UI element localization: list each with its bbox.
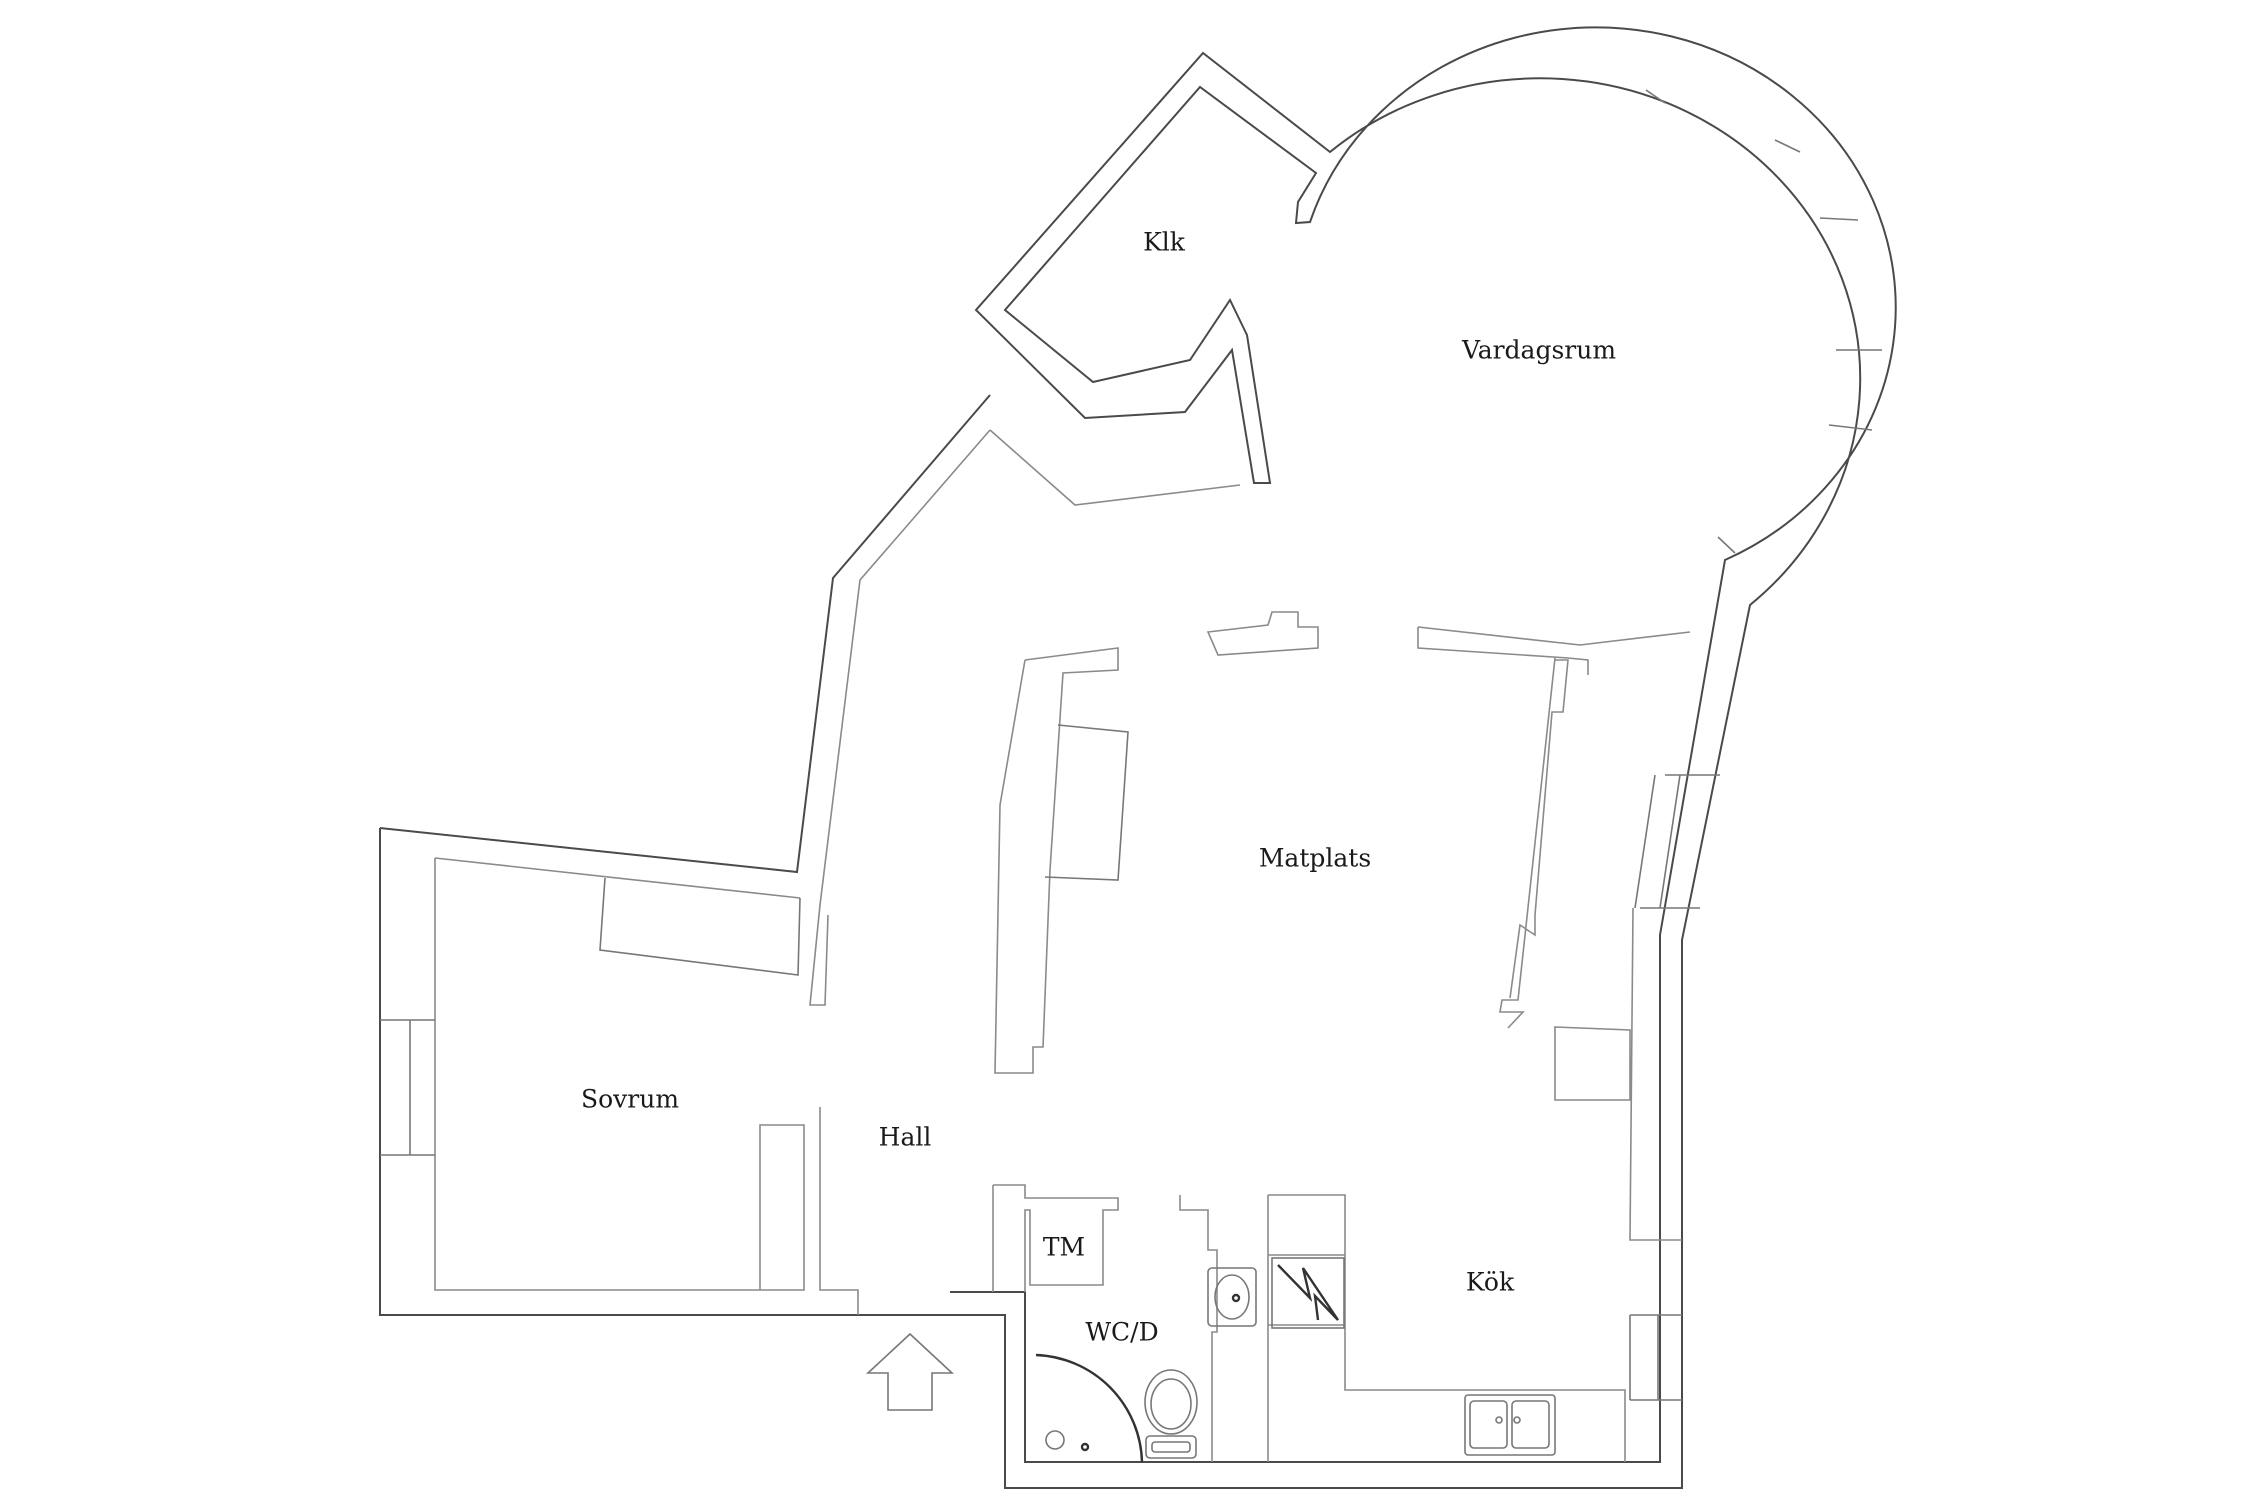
room-label-hall: Hall [879,1123,932,1152]
room-label-tm: TM [1043,1233,1085,1262]
kitchen-window-south [1629,1314,1682,1401]
sink-icon [1207,1267,1257,1327]
hall-wall [994,647,1119,1074]
shower-icon [1035,1353,1144,1463]
living-wall-north-inner [989,429,1241,506]
entrance-arrow-icon [865,1332,955,1411]
room-label-wcd: WC/D [1085,1318,1158,1347]
exterior-wall [379,26,1897,1489]
room-label-vardagsrum: Vardagsrum [1461,336,1616,365]
toilet-icon [1144,1369,1198,1459]
kitchen-east-wall [1499,657,1569,1029]
tm-wall [993,1184,1119,1292]
sovrum-wardrobe [599,877,801,976]
room-label-kok: Kök [1466,1268,1515,1297]
room-label-matplats: Matplats [1259,844,1371,873]
bay-windows [1645,89,1882,554]
stove-icon [1271,1257,1345,1329]
living-wall-west-inner [809,429,991,1006]
room-label-klk: Klk [1143,228,1186,257]
wc-wall [1179,1194,1626,1462]
sovrum-wall-inner [434,857,859,1315]
living-wall-west [379,394,991,874]
hall-cabinet [1044,724,1129,881]
kitchen-window [1634,774,1720,909]
double-sink-icon [1464,1394,1556,1456]
sovrum-window [380,1019,435,1156]
kitchen-counter-east [1554,907,1682,1241]
matplats-north-wall [1206,611,1691,675]
room-label-sovrum: Sovrum [581,1085,679,1114]
